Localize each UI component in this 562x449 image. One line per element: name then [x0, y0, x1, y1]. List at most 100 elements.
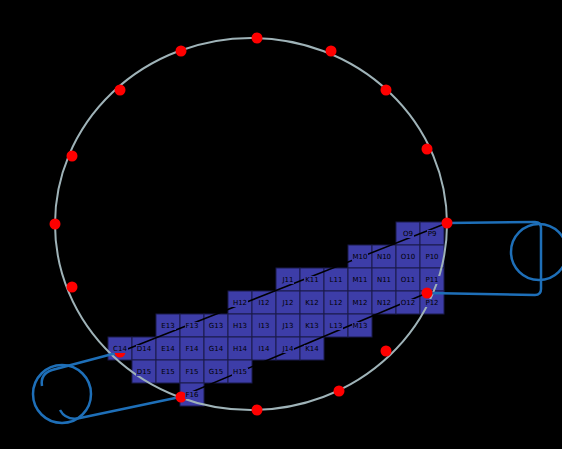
cell-label: P9: [427, 230, 438, 238]
cell-label: F16: [185, 391, 200, 399]
grid-cell: [156, 360, 180, 383]
grid-cell: [228, 291, 252, 314]
red-dot: [252, 405, 263, 416]
grid-cell: [348, 291, 372, 314]
grid-cell: [252, 337, 276, 360]
cell-label: G14: [208, 345, 224, 353]
grid-cell: [276, 314, 300, 337]
grid-cell: [180, 314, 204, 337]
grid-cell: [252, 314, 276, 337]
grid-cell: [300, 268, 324, 291]
cell-label: J14: [282, 345, 295, 353]
cell-label: N12: [376, 299, 392, 307]
cell-label: J13: [282, 322, 295, 330]
cell-label: J12: [282, 299, 295, 307]
grid-cell: [348, 245, 372, 268]
red-dot: [252, 33, 263, 44]
cable-loop: [42, 352, 180, 419]
grid-cell: [228, 337, 252, 360]
cell-label: N11: [376, 276, 392, 284]
grid-cell: [228, 360, 252, 383]
red-dot: [334, 386, 345, 397]
grid-cell: [396, 291, 420, 314]
cable-loop: [427, 222, 541, 295]
red-dot: [381, 346, 392, 357]
grid-cell: [180, 360, 204, 383]
cell-label: O11: [400, 276, 416, 284]
grid-cell: [324, 291, 348, 314]
cell-label: G15: [208, 368, 224, 376]
grid-cell: [180, 383, 204, 406]
cell-label: M12: [352, 299, 369, 307]
cell-label: J11: [282, 276, 295, 284]
grid-cell: [156, 337, 180, 360]
cell-label: I13: [258, 322, 271, 330]
cell-label: O10: [400, 253, 416, 261]
cell-label: D15: [136, 368, 152, 376]
grid-cell: [228, 314, 252, 337]
grid-cell: [396, 268, 420, 291]
cell-label: M13: [352, 322, 369, 330]
cell-label: D14: [136, 345, 152, 353]
grid-cell: [324, 314, 348, 337]
grid-cell: [372, 268, 396, 291]
diagonal-line: [180, 293, 427, 397]
cell-label: K13: [304, 322, 320, 330]
cell-label: E14: [160, 345, 175, 353]
grid-cell: [300, 314, 324, 337]
cell-label: N10: [376, 253, 392, 261]
cell-label: H14: [232, 345, 248, 353]
grid-cell: [396, 245, 420, 268]
cell-label: L11: [329, 276, 344, 284]
red-dot: [381, 85, 392, 96]
cell-label: M10: [352, 253, 369, 261]
cell-label: H15: [232, 368, 248, 376]
cell-label: M11: [352, 276, 369, 284]
cell-label: F13: [185, 322, 200, 330]
grid-cell: [348, 268, 372, 291]
cell-label: F14: [185, 345, 200, 353]
cell-label: F15: [185, 368, 200, 376]
red-dot: [422, 144, 433, 155]
pulley: [511, 224, 562, 280]
red-dot: [67, 151, 78, 162]
cell-label: O9: [402, 230, 414, 238]
grid-cell: [276, 291, 300, 314]
cell-label: K11: [304, 276, 320, 284]
red-dot: [50, 219, 61, 230]
pulley: [33, 365, 91, 423]
cell-label: L12: [329, 299, 344, 307]
cell-label: K14: [304, 345, 320, 353]
red-dot: [326, 46, 337, 57]
cell-label: K12: [304, 299, 320, 307]
cell-label: P10: [424, 253, 439, 261]
cell-label: E13: [160, 322, 175, 330]
cell-label: P12: [424, 299, 439, 307]
cell-label: O12: [400, 299, 416, 307]
grid-cell: [180, 337, 204, 360]
cell-label: E15: [160, 368, 175, 376]
cell-label: P11: [424, 276, 439, 284]
cell-label: I12: [258, 299, 271, 307]
cell-label: H12: [232, 299, 248, 307]
grid-cell: [324, 268, 348, 291]
red-dot: [422, 288, 433, 299]
diagonal-line: [120, 223, 447, 352]
cell-label: H13: [232, 322, 248, 330]
grid-cell: [132, 337, 156, 360]
grid-cell: [204, 337, 228, 360]
grid-cell: [300, 291, 324, 314]
red-dot: [176, 46, 187, 57]
grid-cell: [300, 337, 324, 360]
cell-label: I14: [258, 345, 271, 353]
red-dot: [115, 85, 126, 96]
red-dot: [442, 218, 453, 229]
cell-label: C14: [112, 345, 128, 353]
grid-cell: [276, 268, 300, 291]
red-dots: [50, 33, 453, 416]
cell-label: L13: [329, 322, 344, 330]
cell-label: G13: [208, 322, 224, 330]
grid-cell: [420, 245, 444, 268]
